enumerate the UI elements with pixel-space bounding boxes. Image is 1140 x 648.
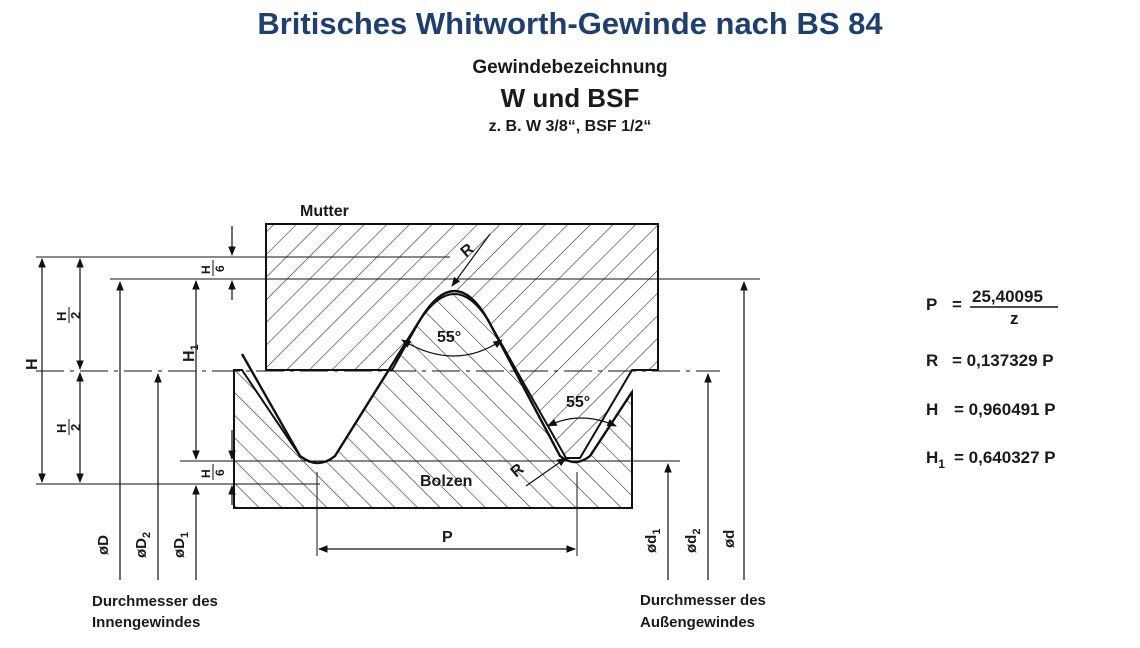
svg-text:R: R	[926, 351, 938, 370]
svg-text:z: z	[1010, 309, 1019, 328]
angle-right-label: 55°	[566, 394, 590, 411]
formula-R: R = 0,137329 P	[926, 351, 1054, 370]
svg-text:2: 2	[68, 312, 83, 319]
dim-D-label: øD	[95, 535, 112, 555]
dim-d2-label: ød2	[683, 529, 703, 553]
dim-D2-label: øD2	[133, 532, 153, 558]
angle-top-label: 55°	[437, 329, 461, 346]
svg-text:2: 2	[68, 424, 83, 431]
svg-text:6: 6	[213, 265, 227, 272]
outer-caption-line2: Außengewindes	[640, 614, 755, 631]
page-title: Britisches Whitworth-Gewinde nach BS 84	[257, 6, 883, 41]
svg-text:H: H	[199, 265, 213, 274]
dim-d-label: ød	[721, 530, 738, 548]
dim-D1-label: øD1	[171, 532, 191, 558]
svg-text:= 0,640327 P: = 0,640327 P	[954, 448, 1056, 467]
formula-H: H = 0,960491 P	[926, 400, 1056, 419]
thread-profile	[240, 290, 634, 465]
H-label: H	[24, 358, 41, 370]
designation-example: z. B. W 3/8“, BSF 1/2“	[488, 118, 652, 135]
sixth-H-bottom: H 6	[199, 464, 227, 480]
svg-text:H: H	[54, 424, 69, 433]
svg-text:25,40095: 25,40095	[972, 287, 1043, 306]
svg-text:=: =	[952, 295, 962, 314]
bolt-label: Bolzen	[420, 473, 472, 490]
formula-H1: H1 = 0,640327 P	[926, 448, 1056, 471]
svg-text:H: H	[54, 312, 69, 321]
half-H-bottom: H 2	[54, 419, 83, 435]
outer-caption-line1: Durchmesser des	[640, 592, 766, 609]
designation-label: Gewindebezeichnung	[472, 57, 668, 78]
inner-caption-line1: Durchmesser des	[92, 593, 218, 610]
svg-text:6: 6	[213, 469, 227, 476]
H1-label: H1	[181, 344, 201, 362]
svg-text:= 0,960491 P: = 0,960491 P	[954, 400, 1056, 419]
half-H-top: H 2	[54, 307, 83, 323]
nut-label: Mutter	[300, 203, 349, 220]
svg-text:= 0,137329 P: = 0,137329 P	[952, 351, 1054, 370]
svg-text:P: P	[926, 295, 937, 314]
designation: W und BSF	[500, 83, 640, 113]
formula-P: P = 25,40095 z	[926, 287, 1058, 328]
dim-d1-label: ød1	[643, 529, 663, 553]
svg-text:H: H	[926, 400, 938, 419]
sixth-H-top: H 6	[199, 260, 227, 276]
inner-caption-line2: Innengewindes	[92, 614, 200, 631]
pitch-label: P	[442, 529, 453, 546]
svg-text:H: H	[199, 469, 213, 478]
svg-text:H1: H1	[926, 448, 945, 471]
